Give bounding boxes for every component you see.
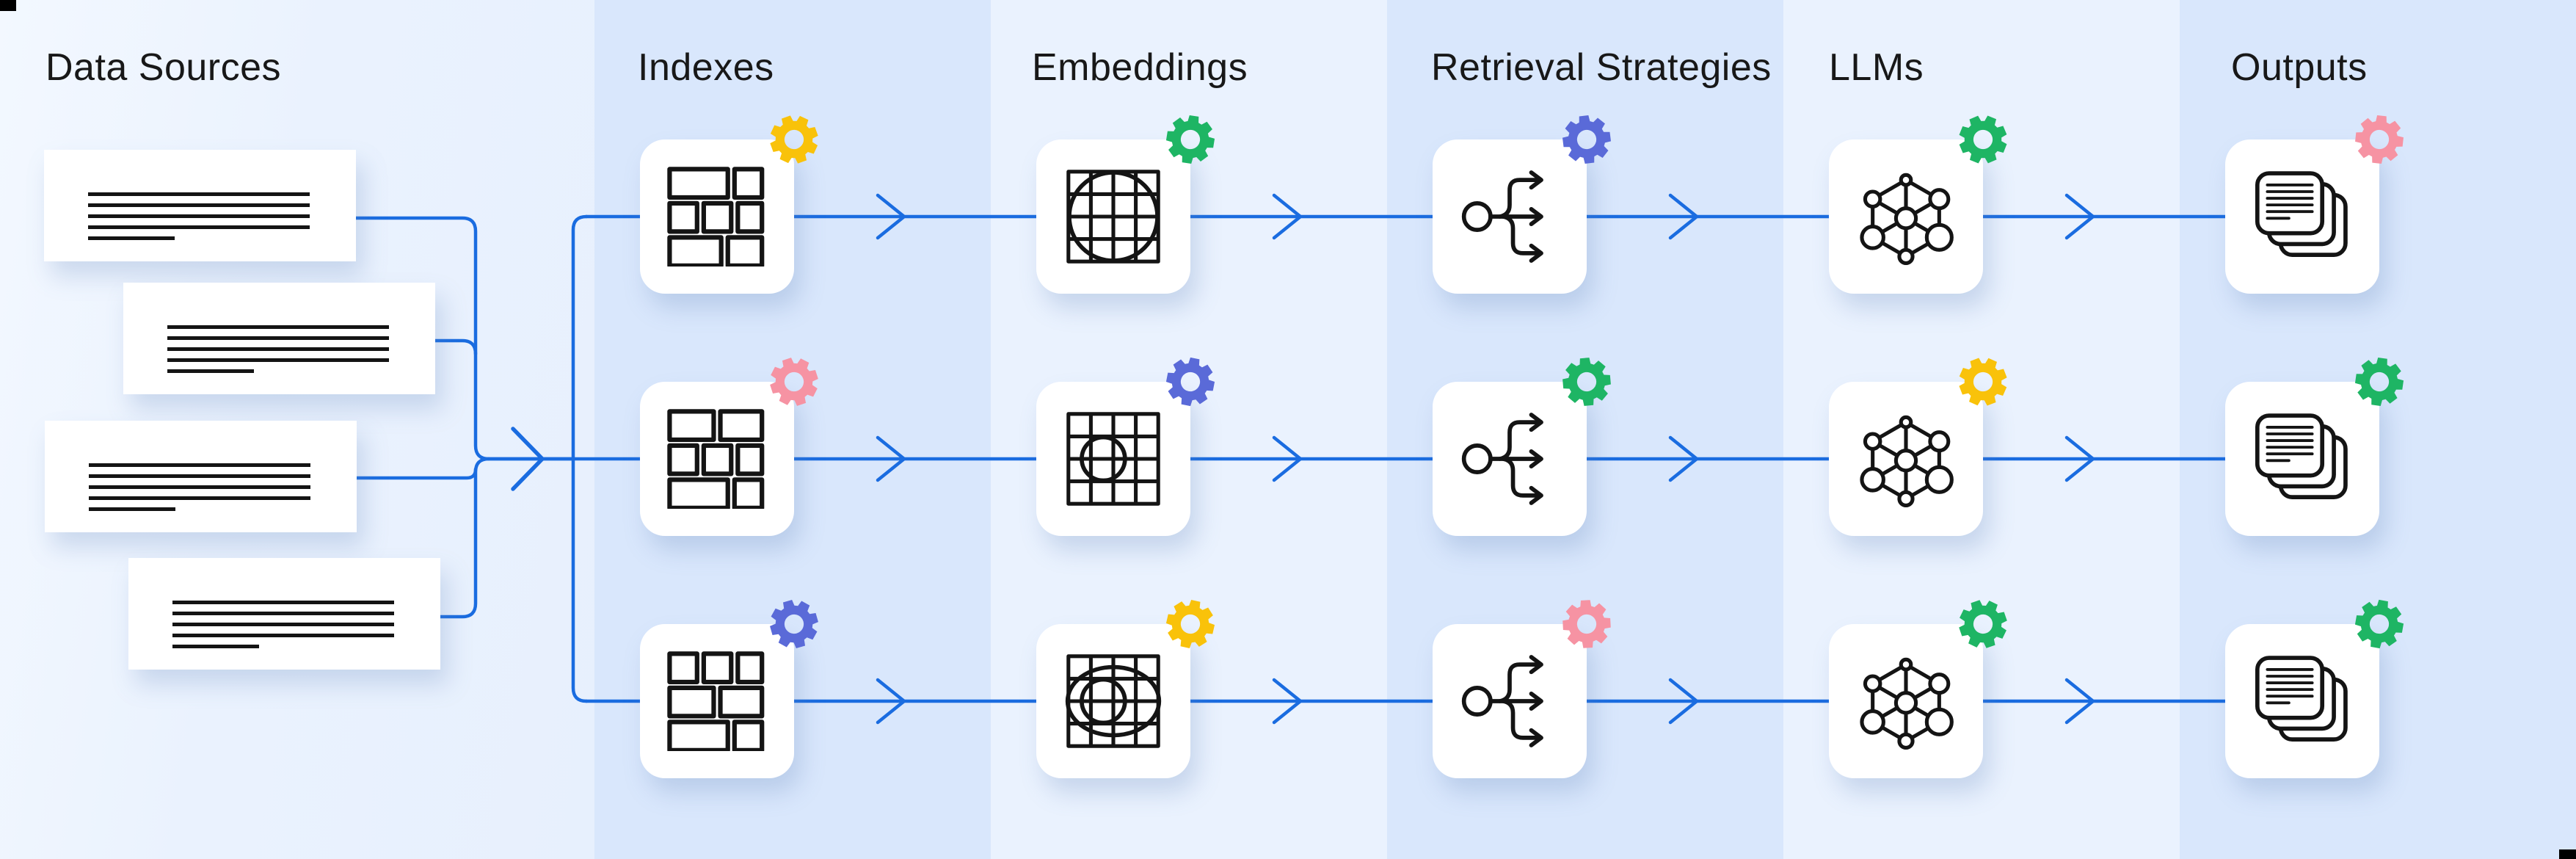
data-source-card [123,283,435,394]
pipeline-cell-llms-row1 [1829,115,2007,294]
placeholder-text-line [167,358,389,362]
arrow-icon [2064,678,2095,725]
pipeline-cell-llms-row3 [1829,600,2007,778]
pipeline-cell-outputs-row3 [2225,599,2404,778]
pipeline-cell-embeddings-row1 [1036,115,1215,294]
column-header-embeddings: Embeddings [1032,46,1248,89]
column-header-indexes: Indexes [638,46,774,89]
pipeline-cell-indexes-row3 [640,600,818,778]
corner-artifact [0,0,16,11]
gear-badge-icon [2354,599,2404,649]
pipeline-cell-retrieval-strategies-row2 [1433,358,1611,536]
document-stack-icon [2255,656,2348,742]
pipeline-cell-embeddings-row3 [1036,599,1215,778]
arrow-icon [1668,435,1699,482]
fanout-arrows-icon [1461,170,1543,263]
pipeline-cell-llms-row2 [1829,358,2007,536]
placeholder-text-line [172,645,259,648]
placeholder-text-line [88,225,310,229]
gear-badge-icon [1959,115,2007,164]
arrow-icon [1272,678,1303,725]
bricks-a-icon [667,167,765,267]
gear-badge-icon [1562,600,1611,648]
gear-badge-icon [1959,600,2007,648]
placeholder-text-line [88,203,310,207]
grid-circle-small-icon [1066,412,1160,506]
pipeline-cell-indexes-row2 [640,358,818,536]
pipeline-cell-retrieval-strategies-row1 [1433,115,1612,294]
data-source-card [44,150,356,261]
gear-badge-icon [1165,115,1215,164]
placeholder-text-line [172,634,394,637]
arrow-icon [1272,193,1303,240]
fanout-arrows-icon [1461,413,1543,505]
arrow-icon [1668,678,1699,725]
placeholder-text-line [167,325,389,329]
pipeline-cell-outputs-row1 [2225,115,2404,294]
hex-network-icon [1860,657,1954,750]
grid-circle-double-icon [1065,654,1162,748]
placeholder-text-line [172,623,394,626]
pipeline-cell-retrieval-strategies-row3 [1433,600,1611,778]
pipeline-cell-indexes-row1 [640,115,818,294]
arrow-icon [876,678,906,725]
gear-badge-icon [2354,357,2404,407]
arrow-icon [1668,193,1699,240]
placeholder-text-line [167,336,389,340]
arrow-icon [1272,435,1303,482]
placeholder-text-line [88,236,175,240]
hex-network-icon [1860,173,1954,266]
column-header-llms: LLMs [1829,46,1924,89]
gear-badge-icon [770,358,818,406]
gear-badge-icon [770,600,818,648]
pipeline-cell-embeddings-row2 [1036,357,1215,536]
arrow-icon [876,193,906,240]
placeholder-text-line [89,496,310,500]
document-stack-icon [2255,413,2348,499]
column-header-outputs: Outputs [2231,46,2368,89]
placeholder-text-line [89,474,310,478]
gear-badge-icon [1562,115,1612,164]
bricks-b-icon [667,409,765,509]
placeholder-text-line [167,369,254,373]
hex-network-icon [1860,415,1954,508]
gear-badge-icon [2355,115,2404,164]
placeholder-text-line [89,507,175,511]
gear-badge-icon [770,115,818,164]
pipeline-cell-outputs-row2 [2225,357,2404,536]
arrow-icon [2064,435,2095,482]
column-header-data-sources: Data Sources [46,46,282,89]
gear-badge-icon [1959,358,2007,406]
placeholder-text-line [89,485,310,489]
arrow-icon [2064,193,2095,240]
gear-badge-icon [1165,599,1215,649]
grid-circle-full-icon [1066,170,1160,264]
document-stack-icon [2255,171,2348,257]
corner-artifact [2559,849,2576,859]
placeholder-text-line [89,463,310,467]
placeholder-text-line [88,214,310,218]
data-source-card [128,558,440,670]
fanout-arrows-icon [1461,655,1543,747]
placeholder-text-line [172,612,394,615]
column-header-retrieval-strategies: Retrieval Strategies [1431,46,1772,89]
bricks-c-icon [667,651,765,751]
data-source-card [45,421,357,532]
gear-badge-icon [1165,357,1215,407]
arrow-icon [876,435,906,482]
placeholder-text-line [167,347,389,351]
placeholder-text-line [88,192,310,196]
gear-badge-icon [1562,358,1611,406]
placeholder-text-line [172,601,394,604]
